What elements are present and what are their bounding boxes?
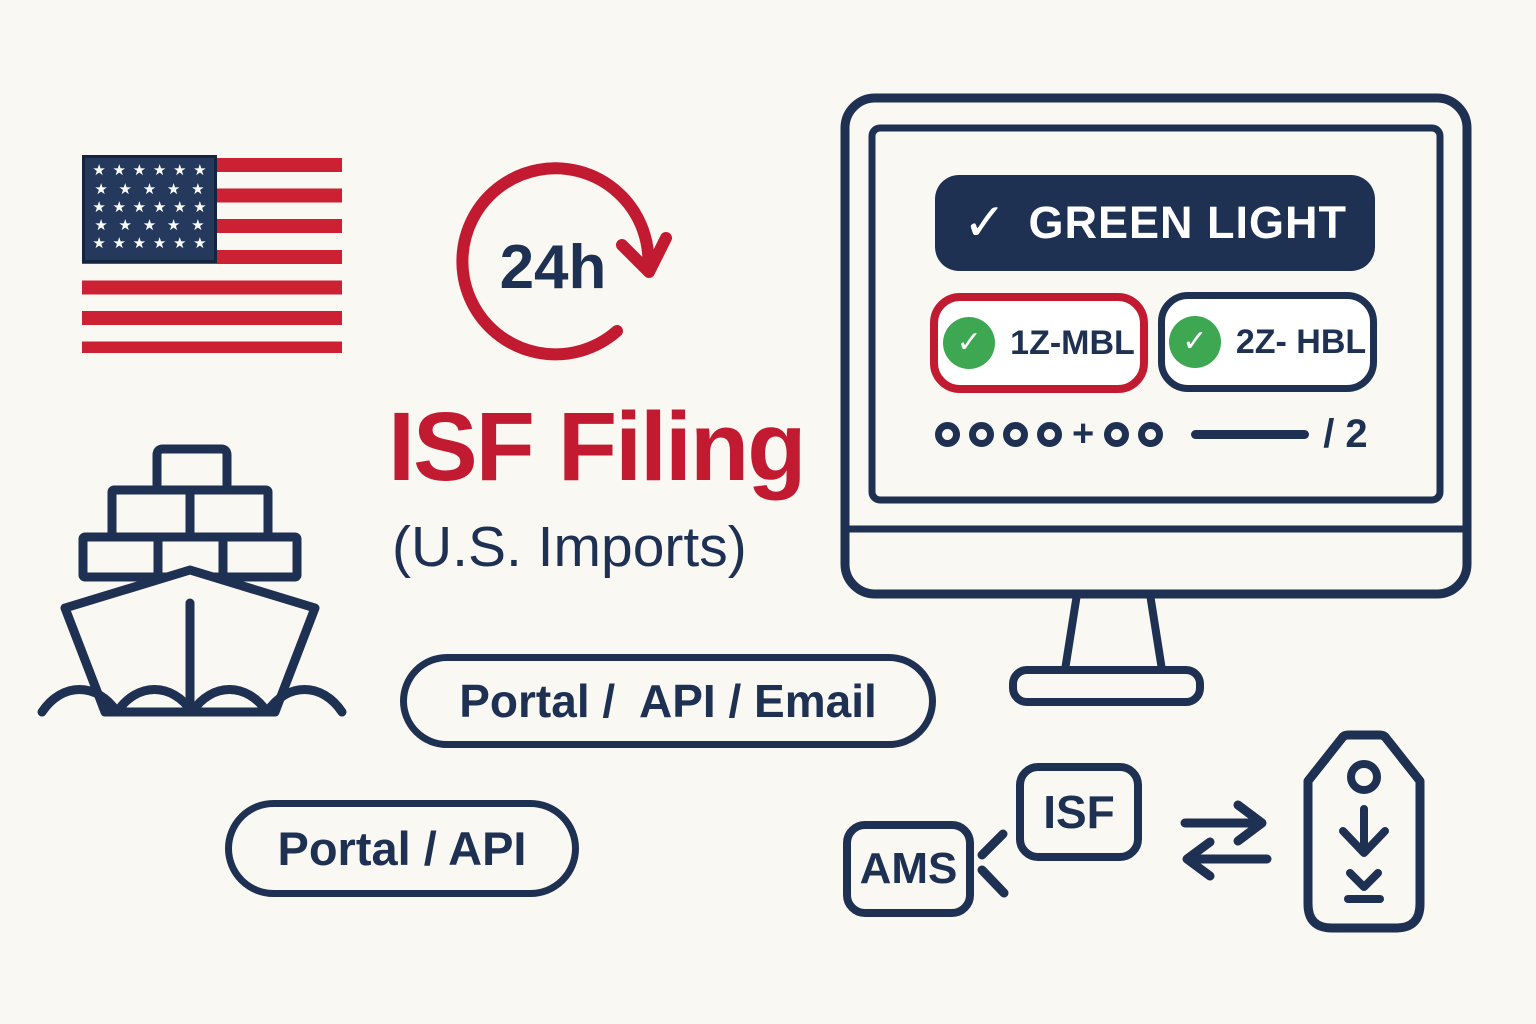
check-icon: ✓ — [1182, 325, 1208, 358]
ring-dot — [1003, 421, 1028, 447]
flag-star-row: ★★★★★★ — [92, 198, 207, 216]
chevron-left-icon — [977, 829, 1009, 898]
transfer-arrows-icon — [1180, 800, 1272, 881]
tag-download-icon — [1303, 730, 1425, 933]
ring-dot — [1104, 421, 1130, 447]
channels-pill-secondary: Portal / API — [225, 800, 579, 897]
green-light-banner: ✓ GREEN LIGHT — [935, 175, 1375, 271]
flag-star-row: ★★★★★★ — [92, 162, 207, 180]
check-circle-icon: ✓ — [1168, 316, 1221, 368]
ams-box: AMS — [843, 821, 974, 917]
monitor-icon — [840, 93, 1472, 706]
24h-turnaround-icon: 24h — [440, 147, 672, 379]
mbl-label: 1Z-MBL — [1010, 323, 1135, 362]
check-icon: ✓ — [956, 326, 982, 359]
turnaround-label: 24h — [500, 233, 607, 302]
plus-sign: + — [1072, 413, 1095, 455]
us-flag: ★★★★★★★★★★★★★★★★★★★★★★★★★★★★ — [82, 155, 342, 353]
page-title: ISF Filing — [388, 392, 806, 501]
page-subtitle: (U.S. Imports) — [392, 515, 747, 579]
divider-line — [1191, 429, 1310, 439]
isf-label: ISF — [1043, 786, 1115, 838]
check-icon: ✓ — [962, 194, 1007, 252]
ring-dot — [969, 421, 994, 447]
ring-dot — [935, 421, 960, 447]
flag-star-row: ★★★★★ — [94, 180, 205, 198]
flag-star-row: ★★★★★★ — [92, 235, 207, 253]
ring-dot — [1037, 421, 1062, 447]
isf-box: ISF — [1016, 763, 1142, 861]
flag-star-row: ★★★★★ — [94, 217, 205, 235]
hbl-label: 2Z- HBL — [1235, 322, 1367, 361]
elements-group1-rings — [935, 421, 1062, 447]
channels-pill-primary: Portal / API / Email — [400, 654, 936, 748]
flag-canton: ★★★★★★★★★★★★★★★★★★★★★★★★★★★★ — [82, 155, 217, 263]
check-circle-icon: ✓ — [943, 317, 996, 369]
per-two-label: / 2 — [1323, 411, 1368, 456]
elements-count-row: + / 2 — [935, 408, 1385, 460]
elements-group2-rings — [1104, 421, 1164, 447]
ring-dot — [1138, 421, 1164, 447]
channels-primary-label: Portal / API / Email — [459, 675, 877, 727]
channels-secondary-label: Portal / API — [277, 822, 527, 875]
cargo-ship-icon — [37, 444, 347, 717]
ams-label: AMS — [859, 844, 958, 893]
mbl-chip: ✓ 1Z-MBL — [930, 293, 1148, 393]
green-light-label: GREEN LIGHT — [1028, 197, 1348, 248]
hbl-chip: ✓ 2Z- HBL — [1158, 292, 1377, 392]
24h-cycle-arrow-icon: 24h — [456, 162, 672, 361]
